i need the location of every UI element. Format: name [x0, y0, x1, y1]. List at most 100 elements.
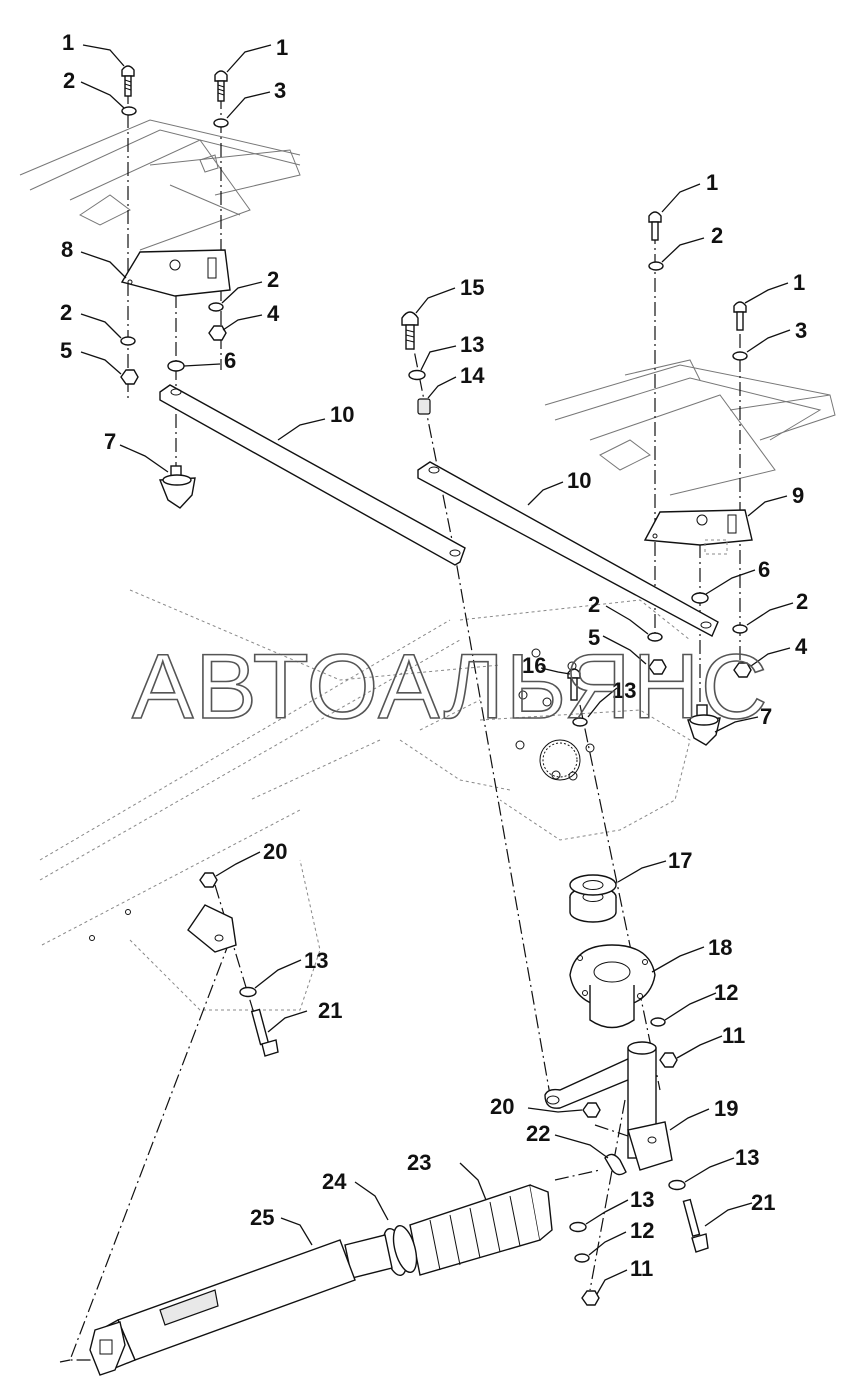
bracket-7b: [687, 704, 721, 746]
callout-23: 23: [407, 1150, 431, 1175]
callout-22: 22: [526, 1121, 550, 1146]
callout-1-right-upper: 1: [706, 170, 718, 195]
callout-12-lower: 12: [630, 1218, 654, 1243]
washer-3b: [732, 351, 748, 361]
nut-20b: [199, 872, 218, 888]
callout-24: 24: [322, 1169, 347, 1194]
washer-13c: [668, 1179, 686, 1191]
callout-7-right: 7: [760, 704, 772, 729]
callout-2-right-right: 2: [796, 589, 808, 614]
callout-12-upper: 12: [714, 980, 738, 1005]
bolt-21b: [682, 1198, 709, 1253]
callout-7-left: 7: [104, 429, 116, 454]
frame-structure-top-left: [19, 119, 301, 251]
link-bracket: [187, 904, 237, 953]
washer-3a: [213, 118, 229, 128]
washer-6b: [691, 592, 709, 604]
washer-2d: [648, 261, 664, 271]
callout-labels: 1 1 2 3 1 2 1 3 8 2 4 2 5 6 15 13 14 10 …: [60, 30, 808, 1281]
bolt-1d: [733, 301, 747, 331]
callout-25: 25: [250, 1205, 274, 1230]
callout-11-lower: 11: [630, 1256, 653, 1281]
nut-5b: [648, 659, 667, 675]
callout-6-right: 6: [758, 557, 770, 582]
callout-2-right-upper: 2: [711, 223, 723, 248]
callout-3-top-center: 3: [274, 78, 286, 103]
bolt-1c: [648, 211, 662, 241]
washer-2c: [120, 336, 136, 346]
callout-10-left: 10: [330, 402, 354, 427]
bolt-1a: [121, 65, 135, 97]
callout-19: 19: [714, 1096, 738, 1121]
callout-16: 16: [522, 653, 546, 678]
callout-18: 18: [708, 935, 732, 960]
washer-13b: [572, 717, 588, 727]
washer-13d: [569, 1221, 587, 1233]
washer-2e: [647, 632, 663, 642]
bracket-7a: [158, 465, 196, 509]
callout-13-upper: 13: [460, 332, 484, 357]
steering-arm-19: [544, 1041, 673, 1171]
vehicle-frame-lower: [39, 589, 691, 1011]
tie-bar-10a: [159, 384, 466, 566]
callout-2-left-plate: 2: [267, 267, 279, 292]
callout-13-left: 13: [304, 948, 328, 973]
callout-21-right: 21: [751, 1190, 775, 1215]
bearing-17: [569, 874, 617, 923]
washer-12a: [650, 1017, 666, 1027]
spacer-14: [417, 398, 431, 415]
callout-14: 14: [460, 363, 485, 388]
nut-11a: [659, 1052, 678, 1068]
nut-5a: [120, 369, 139, 385]
callout-3-right: 3: [795, 318, 807, 343]
callout-17: 17: [668, 848, 692, 873]
bolt-15: [401, 311, 419, 350]
clip-22: [604, 1153, 627, 1176]
callout-5-left: 5: [60, 338, 72, 363]
callout-13-center: 13: [612, 678, 636, 703]
callout-8: 8: [61, 237, 73, 262]
callout-11-upper: 11: [722, 1023, 745, 1048]
nut-4b: [733, 662, 752, 678]
washer-2b: [208, 302, 224, 312]
bolt-16: [567, 668, 581, 701]
callout-20-left: 20: [263, 839, 287, 864]
callout-4-left: 4: [267, 301, 280, 326]
callout-5-right: 5: [588, 625, 600, 650]
callout-10-right: 10: [567, 468, 591, 493]
nut-4a: [208, 325, 227, 341]
callout-15: 15: [460, 275, 484, 300]
callout-1-top-left: 1: [62, 30, 74, 55]
callout-9: 9: [792, 483, 804, 508]
washer-2f: [732, 624, 748, 634]
callout-1-right: 1: [793, 270, 805, 295]
callout-4-right: 4: [795, 634, 808, 659]
nut-11b: [581, 1290, 600, 1306]
callout-6-left: 6: [224, 348, 236, 373]
boot-23: [409, 1184, 553, 1276]
washer-2a: [121, 106, 137, 116]
washer-13a: [408, 369, 426, 381]
callout-2-top-left: 2: [63, 68, 75, 93]
housing-18: [569, 944, 656, 1029]
nut-20a: [582, 1102, 601, 1118]
mount-plate-9: [643, 509, 753, 555]
callout-1-top-center: 1: [276, 35, 288, 60]
cylinder-25: [89, 1234, 393, 1376]
callout-2-left-lower: 2: [60, 300, 72, 325]
bolt-1b: [214, 70, 228, 102]
callout-20-right: 20: [490, 1094, 514, 1119]
bolt-21a: [250, 1008, 279, 1057]
callout-21-left: 21: [318, 998, 342, 1023]
callout-13-lower: 13: [630, 1187, 654, 1212]
leader-lines: [80, 44, 794, 1295]
washer-6a: [167, 360, 185, 372]
washer-12b: [574, 1253, 590, 1263]
callout-13-right: 13: [735, 1145, 759, 1170]
washer-13e: [239, 986, 257, 998]
mounting-hole-pattern: [515, 648, 595, 781]
mount-plate-8: [120, 249, 231, 297]
tie-bar-10b: [417, 461, 719, 637]
watermark: АВТОАЛЬЯНС: [132, 636, 770, 738]
